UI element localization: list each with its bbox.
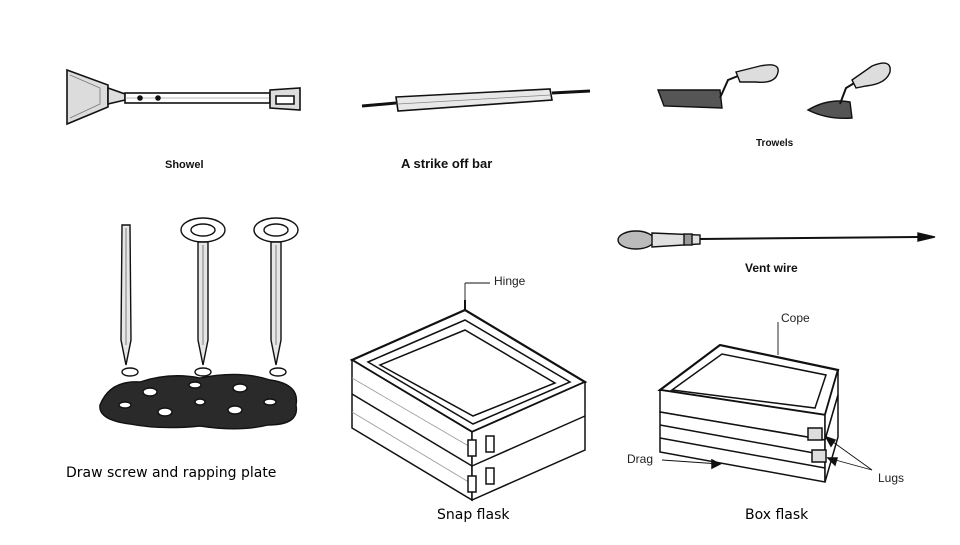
vent-wire-illustration — [617, 230, 936, 250]
strike-off-bar-label: A strike off bar — [401, 156, 493, 171]
snap-flask-caption: Snap flask — [437, 507, 510, 523]
box-flask-illustration — [657, 322, 873, 483]
draw-screw-caption: Draw screw and rapping plate — [66, 465, 277, 481]
strike-off-bar-illustration — [361, 88, 591, 112]
box-flask-caption: Box flask — [745, 507, 809, 523]
shovel-illustration — [66, 68, 301, 126]
shovel-label: Showel — [165, 159, 204, 171]
trowels-illustration — [656, 62, 891, 120]
drag-label: Drag — [627, 452, 654, 466]
vent-wire-label: Vent wire — [745, 261, 798, 275]
trowels-label: Trowels — [756, 138, 794, 149]
draw-screws-illustration — [99, 217, 299, 430]
snap-flask-illustration — [349, 282, 588, 502]
lugs-label: Lugs — [878, 471, 905, 485]
cope-label: Cope — [781, 311, 810, 325]
hinge-label: Hinge — [494, 274, 526, 288]
